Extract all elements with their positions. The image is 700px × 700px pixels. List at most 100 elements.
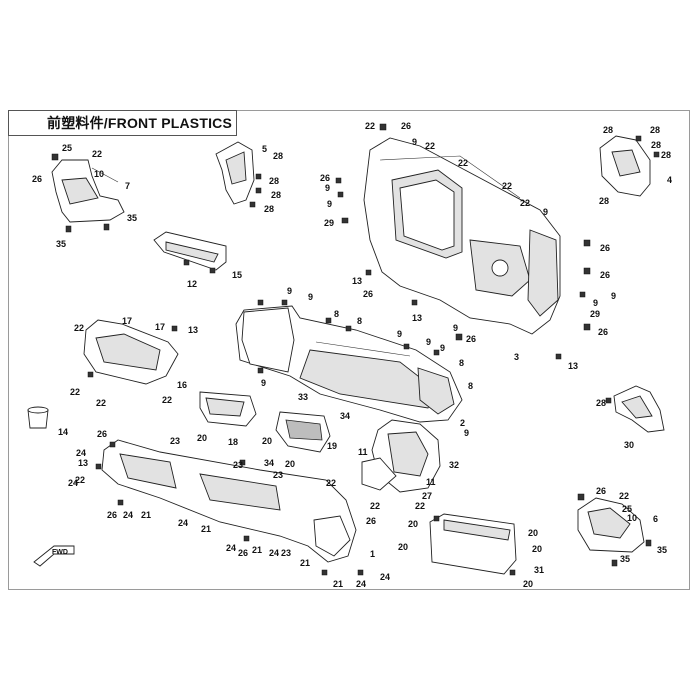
- callout-number: 27: [422, 491, 433, 501]
- callout-number: 17: [155, 322, 166, 332]
- callout-number: 6: [653, 514, 659, 524]
- callout-number: 22: [75, 475, 86, 485]
- bracket-4: [599, 135, 660, 197]
- callout-number: 13: [568, 361, 579, 371]
- callout-number: 11: [426, 477, 436, 487]
- callout-number: 21: [141, 510, 152, 520]
- callout-number: 9: [261, 378, 267, 388]
- callout-number: 22: [70, 387, 81, 397]
- callout-number: 10: [627, 513, 638, 523]
- callout-number: 22: [425, 141, 436, 151]
- callout-number: 33: [298, 392, 309, 402]
- bracket-assembly-6: [577, 493, 652, 567]
- callout-number: 9: [308, 292, 314, 302]
- callout-number: 35: [127, 213, 138, 223]
- callout-number: 26: [97, 429, 108, 439]
- callout-number: 18: [228, 437, 239, 447]
- callout-number: 29: [590, 309, 601, 319]
- callout-number: 24: [269, 548, 280, 558]
- callout-number: 22: [326, 478, 337, 488]
- callout-number: 22: [520, 198, 531, 208]
- callout-number: 2: [460, 418, 466, 428]
- callout-number: 23: [170, 436, 181, 446]
- callout-number: 24: [76, 448, 87, 458]
- callout-number: 28: [269, 176, 280, 186]
- callout-number: 26: [107, 510, 118, 520]
- callout-number: 9: [440, 343, 446, 353]
- callout-number: 9: [287, 286, 293, 296]
- callout-number: 24: [68, 478, 79, 488]
- callout-number: 28: [651, 140, 662, 150]
- callout-number: 29: [324, 218, 335, 228]
- callout-number: 23: [281, 548, 292, 558]
- callout-number: 26: [366, 516, 377, 526]
- callout-number: 26: [401, 121, 412, 131]
- callout-number: 20: [523, 579, 534, 589]
- callout-number: 20: [285, 459, 296, 469]
- callout-number: 22: [415, 501, 426, 511]
- callout-number: 26: [32, 174, 43, 184]
- callout-number: 21: [300, 558, 311, 568]
- callout-number: 13: [352, 276, 363, 286]
- bracket-5: [215, 141, 262, 208]
- callout-number: 23: [273, 470, 284, 480]
- grille-15: [153, 231, 227, 274]
- cover-32: [361, 419, 441, 493]
- callout-number: 7: [125, 181, 131, 191]
- callout-number: 22: [74, 323, 85, 333]
- callout-number: 10: [94, 169, 105, 179]
- callout-number: 9: [593, 298, 599, 308]
- callout-number: 26: [596, 486, 607, 496]
- fwd-arrow-icon: [33, 545, 75, 567]
- callout-number: 26: [238, 548, 249, 558]
- callout-number: 28: [599, 196, 610, 206]
- callout-number: 22: [162, 395, 173, 405]
- callout-number: 14: [58, 427, 69, 437]
- callout-number: 24: [123, 510, 134, 520]
- bracket-30: [605, 385, 665, 433]
- callout-number: 3: [514, 352, 520, 362]
- callout-number: 9: [464, 428, 470, 438]
- callout-number: 20: [197, 433, 208, 443]
- callout-number: 23: [233, 460, 244, 470]
- callout-number: 35: [620, 554, 631, 564]
- callout-number: 9: [611, 291, 617, 301]
- grille-19: [275, 411, 331, 453]
- callout-number: 22: [458, 158, 469, 168]
- callout-number: 22: [92, 149, 103, 159]
- callout-number: 28: [661, 150, 672, 160]
- callout-number: 24: [380, 572, 391, 582]
- callout-number: 8: [357, 316, 363, 326]
- callout-number: 21: [333, 579, 344, 589]
- callout-number: 28: [603, 125, 614, 135]
- callout-number: 32: [449, 460, 460, 470]
- fwd-label: FWD: [52, 549, 68, 556]
- callout-number: 24: [178, 518, 189, 528]
- callout-number: 26: [320, 173, 331, 183]
- callout-number: 9: [327, 199, 333, 209]
- callout-number: 26: [363, 289, 374, 299]
- callout-number: 22: [96, 398, 107, 408]
- callout-number: 31: [534, 565, 545, 575]
- callout-number: 21: [252, 545, 263, 555]
- callout-number: 26: [600, 270, 611, 280]
- callout-number: 16: [177, 380, 188, 390]
- storage-bin-31: [429, 513, 517, 576]
- rear-panel-3: [335, 123, 591, 360]
- callout-number: 28: [271, 190, 282, 200]
- callout-number: 30: [624, 440, 635, 450]
- callout-number: 35: [56, 239, 67, 249]
- callout-number: 21: [201, 524, 212, 534]
- diagram-title: 前塑料件/FRONT PLASTICS: [8, 110, 237, 136]
- callout-number: 8: [459, 358, 465, 368]
- callout-number: 9: [412, 137, 418, 147]
- dash-tray-2: [235, 299, 463, 423]
- callout-number: 26: [466, 334, 477, 344]
- callout-number: 9: [325, 183, 331, 193]
- callout-number: 11: [358, 447, 368, 457]
- callout-number: 26: [598, 327, 609, 337]
- cup-holder-14: [27, 406, 49, 429]
- callout-number: 19: [327, 441, 338, 451]
